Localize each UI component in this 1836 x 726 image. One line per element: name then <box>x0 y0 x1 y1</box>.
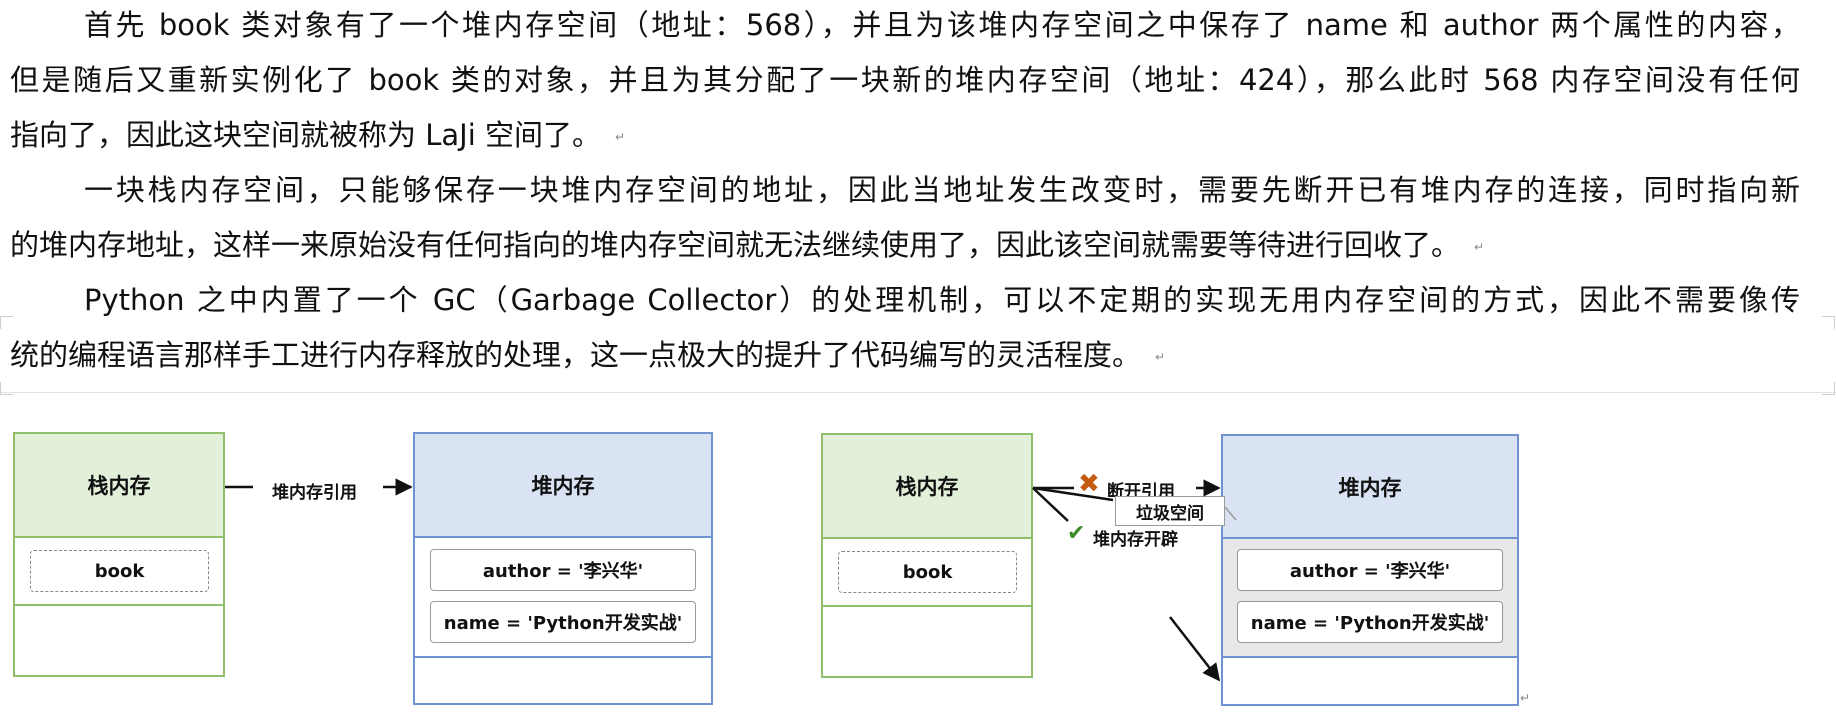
margin-corner-mark <box>0 316 13 329</box>
stack-row-divider <box>15 604 223 606</box>
section-divider <box>0 392 1836 393</box>
stack-row-divider <box>823 605 1031 607</box>
new-reference-arrow <box>1169 616 1221 682</box>
paragraph-line: 但是随后又重新实例化了 book 类的对象，并且为其分配了一块新的堆内存空间（地… <box>10 63 1800 97</box>
heap-memory-title: 堆内存 <box>1223 436 1517 539</box>
check-icon: ✔ <box>1067 521 1086 546</box>
heap-reference-label: 堆内存引用 <box>272 483 357 503</box>
margin-corner-mark <box>1822 316 1835 329</box>
new-reference-line-2 <box>1032 487 1069 522</box>
paragraph-line: 的堆内存地址，这样一来原始没有任何指向的堆内存空间就无法继续使用了，因此该空间就… <box>10 228 1461 262</box>
heap-allocate-label: 堆内存开辟 <box>1093 530 1178 550</box>
stack-memory-title: 栈内存 <box>15 434 223 538</box>
heap-memory-box-left: 堆内存 author = '李兴华' name = 'Python开发实战' <box>413 432 713 705</box>
garbage-space-callout: 垃圾空间 <box>1115 496 1225 526</box>
margin-corner-mark <box>1822 382 1835 395</box>
stack-variable-book: book <box>30 550 209 592</box>
x-icon: ✖ <box>1078 469 1100 499</box>
heap-field-author: author = '李兴华' <box>430 549 696 591</box>
stack-memory-box-left: 栈内存 book <box>13 432 225 677</box>
paragraph-mark-icon: ↵ <box>1155 349 1166 364</box>
heap-memory-box-right: 堆内存 author = '李兴华' name = 'Python开发实战' <box>1221 434 1519 706</box>
paragraph-line: 一块栈内存空间，只能够保存一块堆内存空间的地址，因此当地址发生改变时，需要先断开… <box>84 173 1800 207</box>
paragraph-2: 一块栈内存空间，只能够保存一块堆内存空间的地址，因此当地址发生改变时，需要先断开… <box>10 163 1800 273</box>
paragraph-3: Python 之中内置了一个 GC（Garbage Collector）的处理机… <box>10 273 1800 383</box>
stack-memory-title: 栈内存 <box>823 435 1031 539</box>
paragraph-line: 统的编程语言那样手工进行内存释放的处理，这一点极大的提升了代码编写的灵活程度。 <box>10 338 1142 372</box>
heap-row-divider <box>1223 656 1517 658</box>
paragraph-mark-icon: ↵ <box>1474 239 1485 254</box>
paragraph-1: 首先 book 类对象有了一个堆内存空间（地址：568），并且为该堆内存空间之中… <box>10 0 1800 163</box>
stack-memory-box-right: 栈内存 book <box>821 433 1033 678</box>
document-body: 首先 book 类对象有了一个堆内存空间（地址：568），并且为该堆内存空间之中… <box>0 0 1836 395</box>
paragraph-mark-icon: ↵ <box>614 129 626 144</box>
paragraph-line: Python 之中内置了一个 GC（Garbage Collector）的处理机… <box>84 283 1800 317</box>
stack-variable-book: book <box>838 551 1017 593</box>
heap-memory-title: 堆内存 <box>415 434 711 538</box>
callout-pointer <box>1224 506 1237 521</box>
memory-diagram: 栈内存 book 堆内存 author = '李兴华' name = 'Pyth… <box>0 395 1836 726</box>
paragraph-mark-icon: ↵ <box>1520 691 1531 705</box>
margin-corner-mark <box>0 382 13 395</box>
heap-row-divider <box>415 656 711 658</box>
heap-field-name: name = 'Python开发实战' <box>430 601 696 643</box>
paragraph-line: 首先 book 类对象有了一个堆内存空间（地址：568），并且为该堆内存空间之中… <box>84 8 1800 42</box>
heap-field-name: name = 'Python开发实战' <box>1237 601 1503 643</box>
heap-field-author: author = '李兴华' <box>1237 549 1503 591</box>
new-reference-line-1 <box>1032 486 1114 502</box>
arrow-layer <box>225 478 1237 682</box>
paragraph-line: 指向了，因此这块空间就被称为 LaJi 空间了。 <box>10 118 601 152</box>
